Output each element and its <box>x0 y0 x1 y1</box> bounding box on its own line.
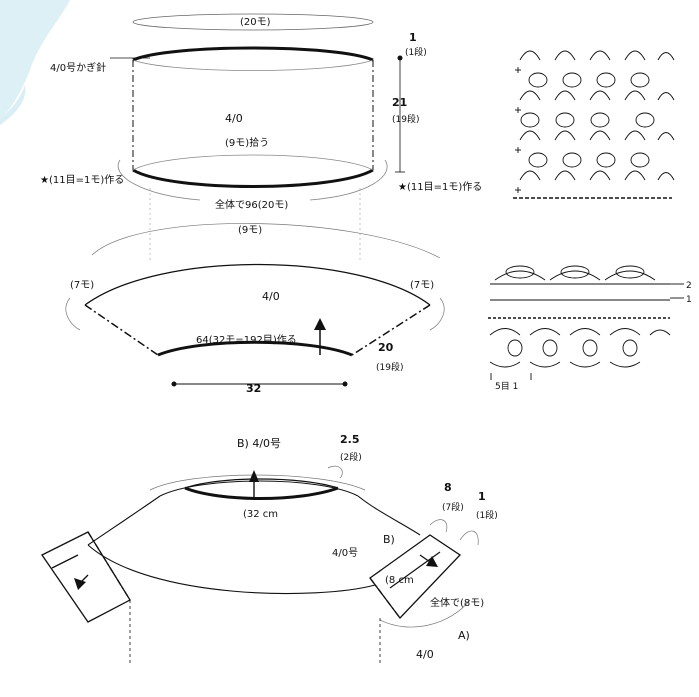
stitch-chart-lower <box>488 265 684 380</box>
collar-start-right: ★(11目=1モ)作る <box>398 181 482 193</box>
collar-rows-main: 21 <box>392 96 407 109</box>
collar-hook-center: 4/0 <box>225 112 243 125</box>
bottom-sleeve-rows: 8 <box>444 481 452 494</box>
yoke-width: 32 <box>246 382 261 395</box>
collar-diagram <box>110 13 405 201</box>
watercolor-corner-decoration <box>0 0 70 120</box>
collar-hook-label: 4/0号かぎ針 <box>50 61 106 74</box>
collar-rows-main-sub: (19段) <box>392 113 419 125</box>
yoke-left-count: (7モ) <box>70 280 94 291</box>
yoke-depth-rows: 20 <box>378 341 394 354</box>
chart-row-1: 1 <box>686 295 692 305</box>
collar-start-left: ★(11目=1モ)作る <box>40 174 124 186</box>
bottom-label-a: A) <box>458 629 470 642</box>
bottom-sleeve-rows-sub: (7段) <box>442 501 464 513</box>
body-diagram <box>41 465 479 665</box>
yoke-right-count: (7モ) <box>410 280 434 291</box>
bottom-label-b-top: B) 4/0号 <box>237 437 281 450</box>
yoke-top-count: (9モ) <box>238 225 262 236</box>
bottom-sleeve-width: (8 cm <box>385 575 414 586</box>
chart-row-2: 2 <box>686 281 692 291</box>
yoke-chain-start: 64(32モ=192目)作る <box>196 334 297 346</box>
stitch-chart-upper <box>513 50 675 199</box>
bottom-edge-rows-sub: (1段) <box>476 509 498 521</box>
yoke-hook-center: 4/0 <box>262 290 280 303</box>
bottom-neck-width: (32 cm <box>243 509 278 520</box>
chart-repeat: 5目 1 <box>495 381 518 392</box>
bottom-neck-rows: 2.5 <box>340 433 360 446</box>
collar-top-count: (20モ) <box>240 17 271 28</box>
bottom-hook-bottom: 4/0 <box>416 648 434 661</box>
bottom-hook-left: 4/0号 <box>332 547 358 559</box>
bottom-neck-rows-sub: (2段) <box>340 451 362 463</box>
bottom-sleeve-total: 全体で(8モ) <box>430 596 484 609</box>
yoke-diagram <box>65 188 445 387</box>
yoke-depth-rows-sub: (19段) <box>376 361 403 373</box>
yoke-total: 全体で96(20モ) <box>215 198 288 211</box>
collar-rows-top-sub: (1段) <box>405 46 427 58</box>
collar-pickup: (9モ)拾う <box>225 136 269 149</box>
collar-rows-top: 1 <box>409 31 417 44</box>
bottom-label-b-side: B) <box>383 533 395 546</box>
bottom-edge-rows: 1 <box>478 490 486 503</box>
